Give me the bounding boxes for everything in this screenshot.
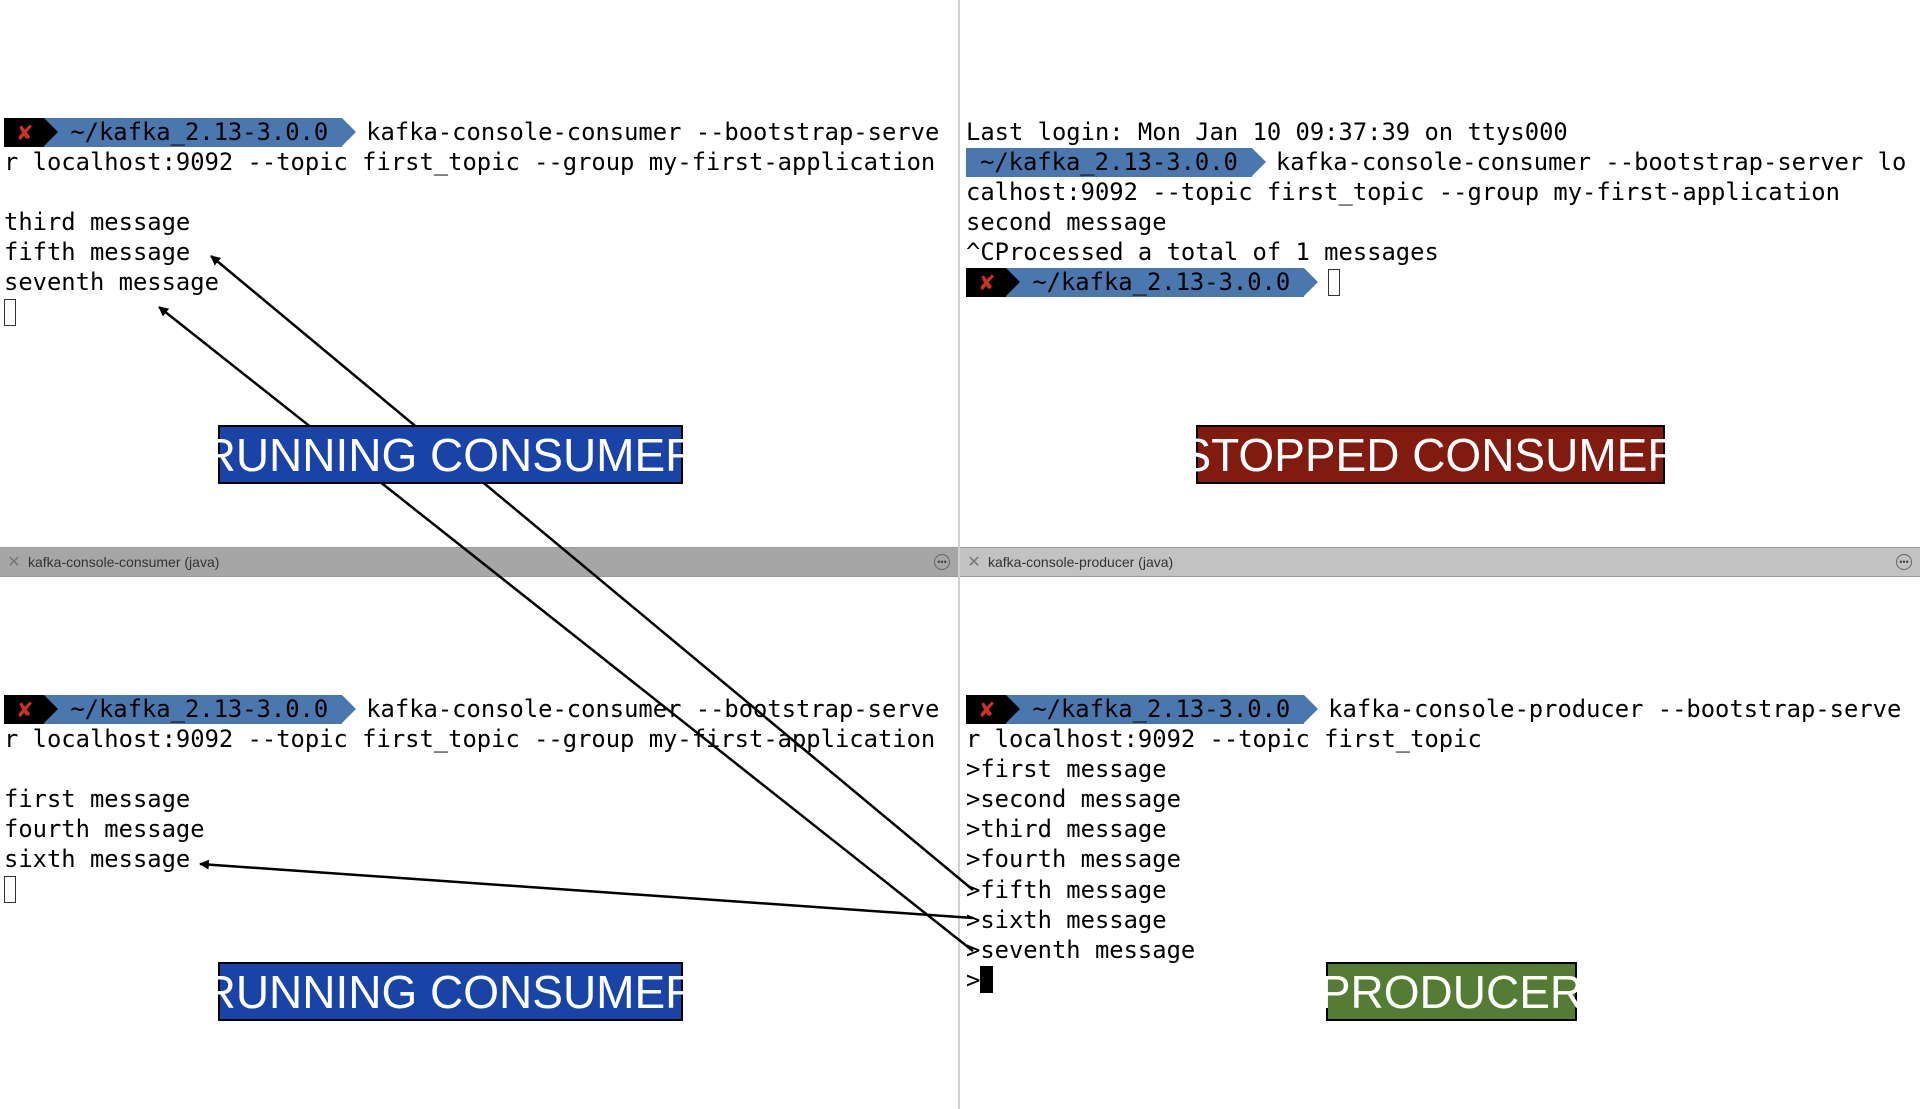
label-running-consumer-bottom: RUNNING CONSUMER [203,962,698,1021]
arrow-sixth-message [199,859,974,920]
output-line: r localhost:9092 --topic first_topic --g… [4,148,936,177]
prompt-path: ~/kafka_2.13-3.0.0 [1006,694,1319,724]
command-text: kafka-console-consumer --bootstrap-serve [366,695,940,723]
prompt-line: ✘~/kafka_2.13-3.0.0 kafka-console-produce… [966,694,1901,724]
more-options-icon[interactable]: ••• [934,554,950,570]
output-line: calhost:9092 --topic first_topic --group… [966,178,1840,207]
output-line: r localhost:9092 --topic first_topic [966,725,1482,754]
terminal-bottom-right[interactable]: ✘~/kafka_2.13-3.0.0 kafka-console-produce… [966,694,1901,995]
output-line: second message [966,208,1167,237]
tab-producer[interactable]: ✕ kafka-console-producer (java) ••• [960,547,1920,577]
output-line: third message [4,208,191,237]
output-line: first message [4,785,191,814]
prompt-line: ✘~/kafka_2.13-3.0.0 kafka-console-consume… [4,117,939,147]
output-line: ^CProcessed a total of 1 messages [966,238,1439,267]
prompt-path: ~/kafka_2.13-3.0.0 [44,694,357,724]
output-line: >second message [966,785,1181,814]
x-mark-icon: ✘ [966,268,1021,298]
more-options-icon[interactable]: ••• [1896,554,1912,570]
terminal-top-right[interactable]: Last login: Mon Jan 10 09:37:39 on ttys0… [966,117,1906,298]
output-line: fourth message [4,815,205,844]
x-mark-icon: ✘ [4,694,59,724]
label-stopped-consumer: STOPPED CONSUMER [1180,425,1681,484]
terminal-top-left[interactable]: ✘~/kafka_2.13-3.0.0 kafka-console-consume… [4,117,939,328]
prompt-path: ~/kafka_2.13-3.0.0 [1006,268,1319,298]
output-line: >first message [966,755,1167,784]
tab-title: kafka-console-producer (java) [988,554,1174,570]
x-mark-icon: ✘ [4,117,59,147]
cursor [980,966,994,994]
output-line: sixth message [4,845,191,874]
command-text: kafka-console-consumer --bootstrap-serve [366,118,940,146]
input-prompt: > [966,965,981,994]
output-line: r localhost:9092 --topic first_topic --g… [4,725,936,754]
command-text: kafka-console-consumer --bootstrap-serve… [1275,148,1907,177]
label-producer: PRODUCER [1320,962,1583,1021]
input-line[interactable]: > [966,965,994,995]
prompt-path: ~/kafka_2.13-3.0.0 [966,147,1266,177]
label-running-consumer-top: RUNNING CONSUMER [203,425,698,484]
prompt-line: ✘~/kafka_2.13-3.0.0 [966,267,1341,298]
output-line: >sixth message [966,905,1167,934]
tab-title: kafka-console-consumer (java) [28,554,220,570]
login-line: Last login: Mon Jan 10 09:37:39 on ttys0… [966,118,1568,146]
output-line: >fourth message [966,845,1181,874]
pane-divider[interactable] [958,0,960,1109]
output-line: >seventh message [966,935,1196,964]
cursor [1328,269,1341,297]
cursor [4,299,16,327]
output-line: seventh message [4,268,219,297]
tab-consumer[interactable]: ✕ kafka-console-consumer (java) ••• [0,547,958,577]
arrow-fifth-message [210,255,974,891]
prompt-line: ✘~/kafka_2.13-3.0.0 kafka-console-consume… [4,694,939,724]
cursor [4,876,16,904]
close-icon[interactable]: ✕ [967,554,981,571]
terminal-bottom-left[interactable]: ✘~/kafka_2.13-3.0.0 kafka-console-consume… [4,694,939,905]
x-mark-icon: ✘ [966,694,1021,724]
prompt-path: ~/kafka_2.13-3.0.0 [44,117,357,147]
close-icon[interactable]: ✕ [7,554,21,571]
output-line: >third message [966,815,1167,844]
arrow-seventh-message [158,306,974,952]
command-text: kafka-console-producer --bootstrap-serve [1328,695,1902,723]
output-line: >fifth message [966,875,1167,904]
output-line: fifth message [4,238,191,267]
prompt-line: ~/kafka_2.13-3.0.0 kafka-console-consumer… [966,147,1906,177]
